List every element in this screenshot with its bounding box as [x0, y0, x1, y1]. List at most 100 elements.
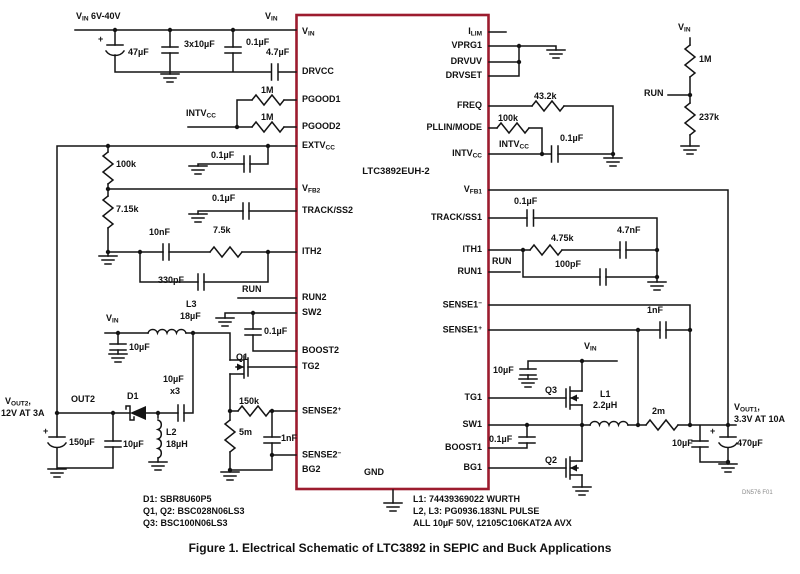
- inductor-l1: [589, 420, 629, 428]
- capacitor-10uF-x3-coupling: [177, 404, 185, 422]
- capacitor-3x10uF-input: [161, 46, 179, 54]
- pin-ith2: ITH2: [302, 246, 322, 256]
- net-vin-sepic: VIN: [106, 313, 119, 325]
- value-c-boost1: 0.1µF: [489, 434, 513, 444]
- value-c-sense1: 1nF: [647, 305, 664, 315]
- note-q1-q2: Q1, Q2: BSC028N06LS3: [143, 506, 245, 516]
- pin-ith1: ITH1: [462, 244, 482, 254]
- capacitor-10uF-vin-sepic: [109, 343, 127, 351]
- value-r-pgood1: 1M: [261, 85, 274, 95]
- net-vin-range: VIN 6V-40V: [76, 11, 121, 23]
- junction-dots: [54, 27, 731, 473]
- value-c-out2: 10µF: [123, 439, 144, 449]
- capacitor-1nF-sense1: [659, 321, 667, 339]
- value-c-out2-bulk: 150µF: [69, 437, 95, 447]
- pin-sense2-minus: SENSE2−: [302, 449, 342, 460]
- value-l1: 2.2µH: [593, 400, 618, 410]
- pin-run2: RUN2: [302, 292, 327, 302]
- pin-run1: RUN1: [457, 266, 482, 276]
- pin-pgood2: PGOOD2: [302, 121, 341, 131]
- polarity-plus-150uF: +: [43, 426, 49, 436]
- resistor-1M-pgood1: [250, 93, 286, 107]
- pin-sw2: SW2: [302, 307, 322, 317]
- pin-gnd: GND: [364, 467, 384, 477]
- pin-drvuv: DRVUV: [450, 56, 482, 66]
- ic-part-number: LTC3892EUH-2: [362, 166, 430, 177]
- net-vin-buck: VIN: [584, 341, 597, 353]
- capacitor-4p7uF-drvcc: [270, 63, 279, 81]
- value-r-sense2-flt: 150k: [239, 396, 260, 406]
- pin-track-ss2: TRACK/SS2: [302, 205, 354, 215]
- value-r-fb2-top: 100k: [116, 159, 137, 169]
- net-vout2-line1: VOUT2,: [5, 396, 31, 408]
- value-r-sense2: 5m: [239, 427, 253, 437]
- net-run2: RUN: [242, 284, 262, 294]
- polarity-plus-470uF: +: [710, 426, 716, 436]
- value-l2: 18µH: [166, 439, 188, 449]
- pin-vfb1: VFB1: [463, 184, 482, 196]
- resistor-237k-run: [683, 101, 697, 137]
- ref-l1: L1: [600, 389, 611, 399]
- value-c-intvcc: 0.1µF: [560, 133, 584, 143]
- pin-extvcc: EXTVCC: [302, 140, 335, 152]
- inductor-l3: [147, 328, 187, 336]
- value-c-drvcc: 4.7µF: [266, 47, 290, 57]
- pin-ilim: ILIM: [468, 26, 482, 38]
- capacitor-0p1uF-intvcc: [550, 145, 559, 163]
- value-r-mode: 100k: [498, 113, 519, 123]
- net-vout1-line1: VOUT1,: [734, 402, 760, 414]
- note-q3: Q3: BSC100N06LS3: [143, 518, 228, 528]
- diode-d1: [125, 405, 146, 421]
- value-c-boost2: 0.1µF: [264, 326, 288, 336]
- resistor-150k-sense2: [236, 404, 272, 418]
- ref-d1: D1: [127, 391, 139, 401]
- value-c-ss1: 0.1µF: [514, 196, 538, 206]
- net-vout1-line2: 3.3V AT 10A: [734, 414, 786, 424]
- capacitor-0p1uF-ss1: [526, 209, 535, 227]
- resistor-100k-mode: [495, 121, 531, 135]
- capacitor-0p1uF-ss2: [242, 202, 250, 220]
- pin-drvset: DRVSET: [445, 70, 482, 80]
- pin-tg1: TG1: [464, 392, 482, 402]
- polarity-plus-47uF: +: [98, 34, 104, 44]
- pin-drvcc: DRVCC: [302, 66, 334, 76]
- value-c-vin-buck: 10µF: [493, 365, 514, 375]
- pin-sense2-plus: SENSE2+: [302, 405, 342, 416]
- resistor-7p5k-ith2: [208, 245, 244, 259]
- value-c-couple: 10µF: [163, 374, 184, 384]
- ref-q2: Q2: [545, 455, 558, 465]
- figure-caption: Figure 1. Electrical Schematic of LTC389…: [188, 541, 612, 555]
- value-r-freq: 43.2k: [534, 91, 557, 101]
- value-c-ith2: 10nF: [149, 227, 171, 237]
- pin-boost2: BOOST2: [302, 345, 340, 355]
- pin-tg2: TG2: [302, 361, 320, 371]
- resistor-100k-fb2: [101, 150, 115, 186]
- capacitor-0p1uF-input: [224, 46, 242, 54]
- value-r-sense1: 2m: [652, 406, 666, 416]
- pin-intvcc: INTVCC: [452, 148, 482, 160]
- net-vout2-line2: 12V AT 3A: [1, 408, 45, 418]
- value-r-fb2-bot: 7.15k: [116, 204, 139, 214]
- net-intvcc-right: INTVCC: [499, 139, 529, 151]
- net-run1: RUN: [492, 256, 512, 266]
- value-c-ith2-hf: 330pF: [158, 275, 185, 285]
- value-c-extvcc: 0.1µF: [211, 150, 235, 160]
- value-r-run-top: 1M: [699, 54, 712, 64]
- capacitor-100pF-ith1: [599, 268, 607, 286]
- value-r-ith1: 4.75k: [551, 233, 574, 243]
- pin-vfb2: VFB2: [302, 183, 321, 195]
- pin-vin: VIN: [302, 26, 315, 38]
- capacitor-10nF-ith2: [162, 243, 170, 261]
- resistor-2m-sense1: [644, 418, 680, 432]
- value-c-ith1-hf: 100pF: [555, 259, 582, 269]
- value-c-ss2: 0.1µF: [212, 193, 236, 203]
- capacitor-330pF-ith2: [197, 273, 205, 291]
- capacitor-10uF-out2: [104, 440, 122, 448]
- value-r-pgood2: 1M: [261, 112, 274, 122]
- capacitor-470uF-out1: [717, 436, 739, 449]
- mosfet-q3: [565, 386, 583, 410]
- capacitor-0p1uF-extvcc: [243, 155, 251, 173]
- note-d1: D1: SBR8U60P5: [143, 494, 212, 504]
- net-run-divider: RUN: [644, 88, 664, 98]
